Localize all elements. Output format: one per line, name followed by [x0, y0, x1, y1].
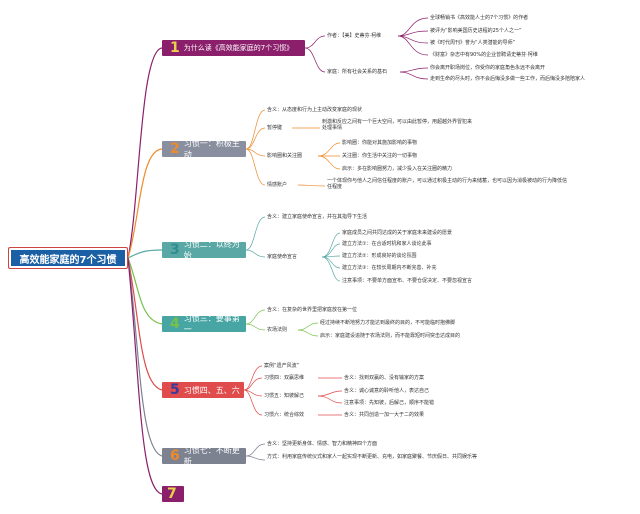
b6-method: 方式：利用家庭传统仪式和家人一起实现不断更新、充电，如家庭聚餐、节庆假日、共同娱… [267, 454, 478, 460]
branch-2-label: 习惯一：积极主动 [183, 139, 240, 159]
b1-family-item-1: 你会离开职场岗位，你受你的家庭角色永远不会离开 [430, 65, 546, 71]
b5-h5-label: 习惯五：知彼解己 [264, 393, 305, 399]
branch-3[interactable]: 3 习惯二：以终为始 [162, 240, 246, 260]
b2-account-label: 情感账户 [267, 182, 288, 188]
branch-3-number: 3 [170, 242, 180, 258]
b2-pause-text: 刺激和反应之间有一个巨大空间，可以由此暂停，用超越外界冒犯来处理事情 [322, 119, 473, 131]
branch-4-number: 4 [170, 316, 180, 332]
b3-mission-item-5: 注意事项：不要单方面宣布、不要仓促决定、不要忽视宣言 [342, 278, 473, 284]
b1-family-item-2: 走到生命的尽头时，你不会后悔没多做一些工作，而后悔没多陪陪家人 [430, 76, 586, 82]
branch-5[interactable]: 5 习惯四、五、六 [162, 382, 244, 398]
branch-5-number: 5 [170, 382, 180, 398]
b3-mission-item-3: 建立方法②：形成良好的谈论氛围 [342, 253, 417, 259]
b5-h4-text: 含义：找到双赢的、没有输家的方案 [344, 375, 425, 381]
b2-pause-label: 暂停键 [267, 125, 283, 131]
branch-6[interactable]: 6 习惯七：不断更新 [162, 446, 246, 466]
b1-author-item-3: 被《时代周刊》誉为“人类潜能的导师” [430, 40, 516, 46]
b4-farm-label: 农场法则 [267, 327, 288, 333]
branch-1-number: 1 [170, 40, 180, 56]
branch-3-label: 习惯二：以终为始 [183, 240, 240, 260]
b3-mission-item-1: 家庭成员之间共同达成的关于家庭未来建设的愿景 [342, 230, 453, 236]
b5-h5-item-1: 含义：诚心诚意的聆听他人，表达自己 [344, 388, 430, 394]
b3-meaning: 含义：建立家庭使命宣言，并在其指导下生活 [267, 214, 368, 220]
b5-h6-text: 含义：共同创造一加一大于二的效果 [344, 412, 425, 418]
b5-h6-label: 习惯六：统合综效 [264, 412, 305, 418]
b5-case: 案例“遗产风波” [264, 363, 300, 369]
b4-farm-item-2: 启示：家庭建设追随于农场法则，而不能靠短时间突击达成目的 [320, 333, 461, 339]
root-node[interactable]: 高效能家庭的7个习惯 [8, 247, 128, 269]
root-label: 高效能家庭的7个习惯 [19, 254, 117, 266]
b3-mission-item-4: 建立方法③：在较长周期内不断完善、补充 [342, 265, 437, 271]
b3-mission-item-2: 建立方法①：在合适时机和家人谈论此事 [342, 241, 432, 247]
b2-circle-item-1: 影响圈：你能对其施加影响的事物 [342, 140, 418, 146]
b2-circle-item-3: 启示：多在影响圈努力，减少投入在关注圈的精力 [342, 166, 453, 172]
b2-meaning: 含义：从态度和行为上主动改变家庭的现状 [267, 107, 363, 113]
branch-7-number: 7 [167, 486, 177, 502]
b1-author-item-1: 全球畅销书《高效能人士的7个习惯》的作者 [430, 15, 529, 21]
branch-6-number: 6 [170, 448, 180, 464]
branch-2-number: 2 [170, 141, 180, 157]
b3-mission-label: 家庭使命宣言 [267, 254, 298, 260]
branch-5-label: 习惯四、五、六 [183, 385, 240, 395]
b2-account-text: 一个体现你与他人之间信任程度的账户，可以通过积极主动的行为来储蓄，也可以因为消极… [327, 178, 568, 190]
branch-4-label: 习惯三：要事第一 [183, 314, 240, 334]
branch-1[interactable]: 1 为什么读《高效能家庭的7个习惯》 [162, 40, 305, 56]
branch-2[interactable]: 2 习惯一：积极主动 [162, 139, 246, 159]
b5-h4-label: 习惯四：双赢思维 [264, 375, 305, 381]
b1-author: 作者：【美】史蒂芬·柯维 [327, 33, 382, 39]
branch-4[interactable]: 4 习惯三：要事第一 [162, 314, 246, 334]
b1-author-item-4: 《财富》杂志中有90%的企业曾聘请史蒂芬·柯维 [430, 52, 538, 58]
b2-circle-item-2: 关注圈：你生活中关注的一切事物 [342, 153, 418, 159]
branch-1-label: 为什么读《高效能家庭的7个习惯》 [183, 44, 294, 52]
branch-6-label: 习惯七：不断更新 [183, 446, 240, 466]
b5-h5-item-2: 注意事项：先知彼，后解己，顺序不能错 [344, 400, 435, 406]
b6-meaning: 含义：坚持更新身体、情感、智力和精神四个方面 [267, 441, 378, 447]
b1-author-item-2: 被评为“影响美国历史进程的25个人之一” [430, 28, 522, 34]
b2-circle-label: 影响圈和关注圈 [267, 153, 303, 159]
b1-family: 家庭：所有社会关系的基石 [327, 69, 388, 75]
b4-meaning: 含义：在复杂的世界里把家庭放在第一位 [267, 307, 358, 313]
branch-7[interactable]: 7 [162, 486, 184, 502]
b4-farm-item-1: 经过持续不断地努力才能达到最终的目的，不可能临时抱佛脚 [320, 320, 456, 326]
